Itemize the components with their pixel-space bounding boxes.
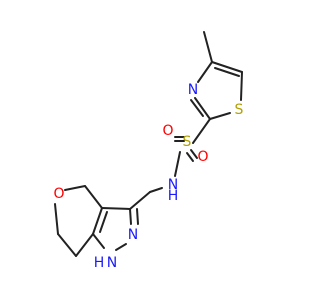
bond-n3-c4 (197, 61, 213, 83)
atom-sulfonyl-s: S (183, 134, 192, 150)
bond-ch2-c7a (75, 233, 94, 257)
bond-c2-n3 (194, 97, 211, 120)
atom-labels-group: N S S O O N H O N H N (53, 82, 243, 271)
bond-c5-s1 (240, 71, 243, 101)
atom-thiazole-s: S (235, 102, 244, 118)
bond-c7a-c3a-double (99, 211, 108, 233)
atom-pyrazole-nh: N (107, 255, 117, 271)
bonds-group (54, 31, 243, 257)
bond-s-o-right-b (186, 152, 194, 162)
bond-c7a-c3a (92, 207, 103, 235)
bond-c3a-c3 (101, 207, 131, 210)
bond-c3a-ch2 (84, 185, 103, 209)
bond-c2-n3-double (190, 99, 204, 117)
bond-ch2-c3 (129, 191, 151, 210)
atom-amide-h: H (168, 188, 179, 204)
bond-ch2-o (64, 185, 86, 191)
atom-sulfonyl-o-right: O (197, 149, 208, 165)
chemical-structure-diagram: N S S O O N H O N H N (53, 31, 244, 271)
bond-s-o-right-a (190, 149, 198, 159)
bond-n1-c7a (92, 233, 105, 249)
bond-c3-n2-double (136, 208, 139, 225)
bond-c4-c5 (211, 61, 243, 73)
bond-c2-sulfonyl (192, 118, 211, 144)
bond-ch2-ch2 (57, 233, 77, 257)
atom-pyrazole-n: N (128, 227, 138, 243)
atom-pyrazole-h: H (94, 255, 105, 271)
atom-pyran-o: O (53, 186, 64, 202)
bond-n-ch2 (149, 187, 163, 193)
atom-thiazole-n: N (188, 82, 198, 98)
bond-c3-n2 (129, 208, 132, 225)
bond-o-ch2 (54, 203, 59, 235)
bond-s-n (174, 151, 181, 177)
bond-c4-c5-double (214, 67, 240, 77)
bond-s1-c2 (209, 112, 231, 120)
atom-sulfonyl-o-top: O (162, 123, 173, 139)
bond-n2-n1 (115, 243, 127, 251)
atom-amide-n: N (168, 177, 178, 193)
bond-methyl (203, 31, 213, 63)
